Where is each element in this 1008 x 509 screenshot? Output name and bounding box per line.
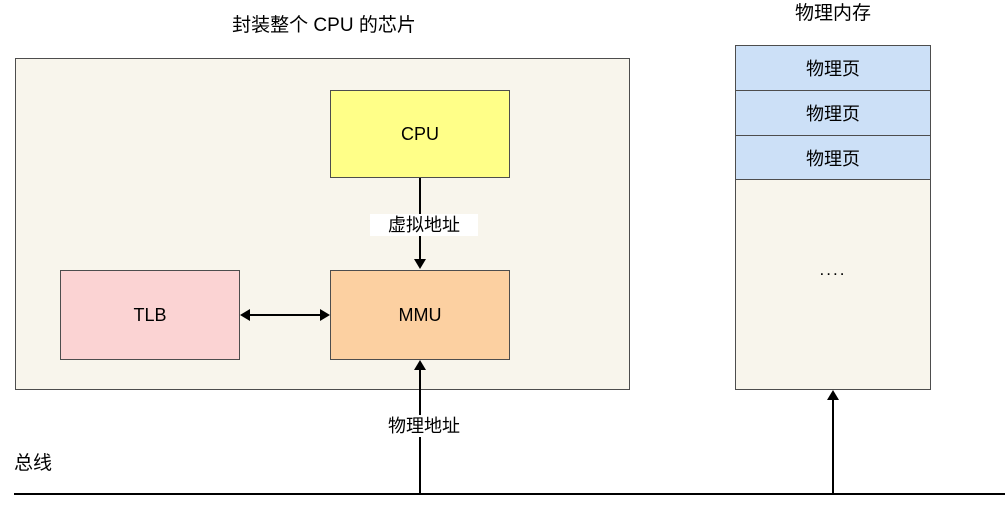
tlb-node[interactable]: TLB: [60, 270, 240, 360]
virtual-address-label: 虚拟地址: [370, 214, 478, 236]
chip-title: 封装整个 CPU 的芯片: [232, 15, 416, 36]
tlb-mmu-arrowhead-right-icon: [320, 309, 330, 321]
tlb-mmu-arrowhead-left-icon: [240, 309, 250, 321]
memory-page-label: 物理页: [806, 59, 860, 79]
memory-page-label: 物理页: [806, 104, 860, 124]
bus-to-memory-line: [832, 400, 834, 494]
memory-page-row[interactable]: 物理页: [736, 46, 930, 91]
bus-to-mmu-arrowhead-icon: [414, 360, 426, 370]
cpu-node[interactable]: CPU: [330, 90, 510, 178]
physical-memory-title: 物理内存: [794, 3, 871, 24]
memory-page-label: 物理页: [806, 148, 860, 169]
physical-memory-column: 物理页 物理页 物理页 ....: [735, 45, 931, 390]
cpu-to-mmu-arrowhead-icon: [414, 259, 426, 269]
tlb-mmu-line: [250, 314, 320, 316]
memory-ellipsis-label: ....: [819, 260, 847, 279]
memory-free-region: ....: [736, 180, 930, 389]
cpu-node-label: CPU: [400, 123, 439, 144]
memory-page-row[interactable]: 物理页: [736, 136, 930, 180]
tlb-node-label: TLB: [133, 304, 167, 325]
bus-to-memory-arrowhead-icon: [827, 390, 839, 400]
bus-label: 总线: [14, 453, 53, 474]
memory-page-row[interactable]: 物理页: [736, 91, 930, 136]
mmu-node-label: MMU: [398, 304, 442, 325]
physical-address-label: 物理地址: [370, 415, 478, 437]
bus-line: [14, 493, 1005, 495]
mmu-node[interactable]: MMU: [330, 270, 510, 360]
